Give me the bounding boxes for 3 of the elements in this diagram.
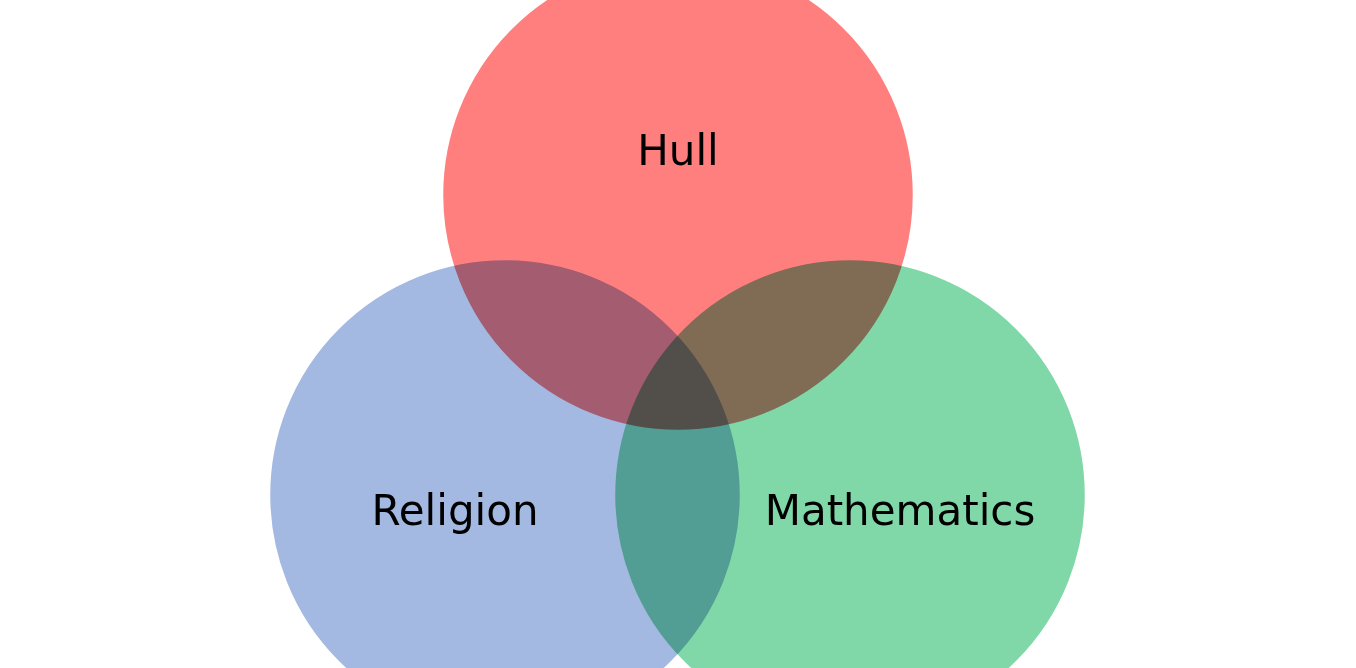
circle-label: Mathematics (764, 485, 1036, 535)
circle-label: Religion (371, 485, 539, 535)
circle-label: Hull (637, 125, 719, 175)
